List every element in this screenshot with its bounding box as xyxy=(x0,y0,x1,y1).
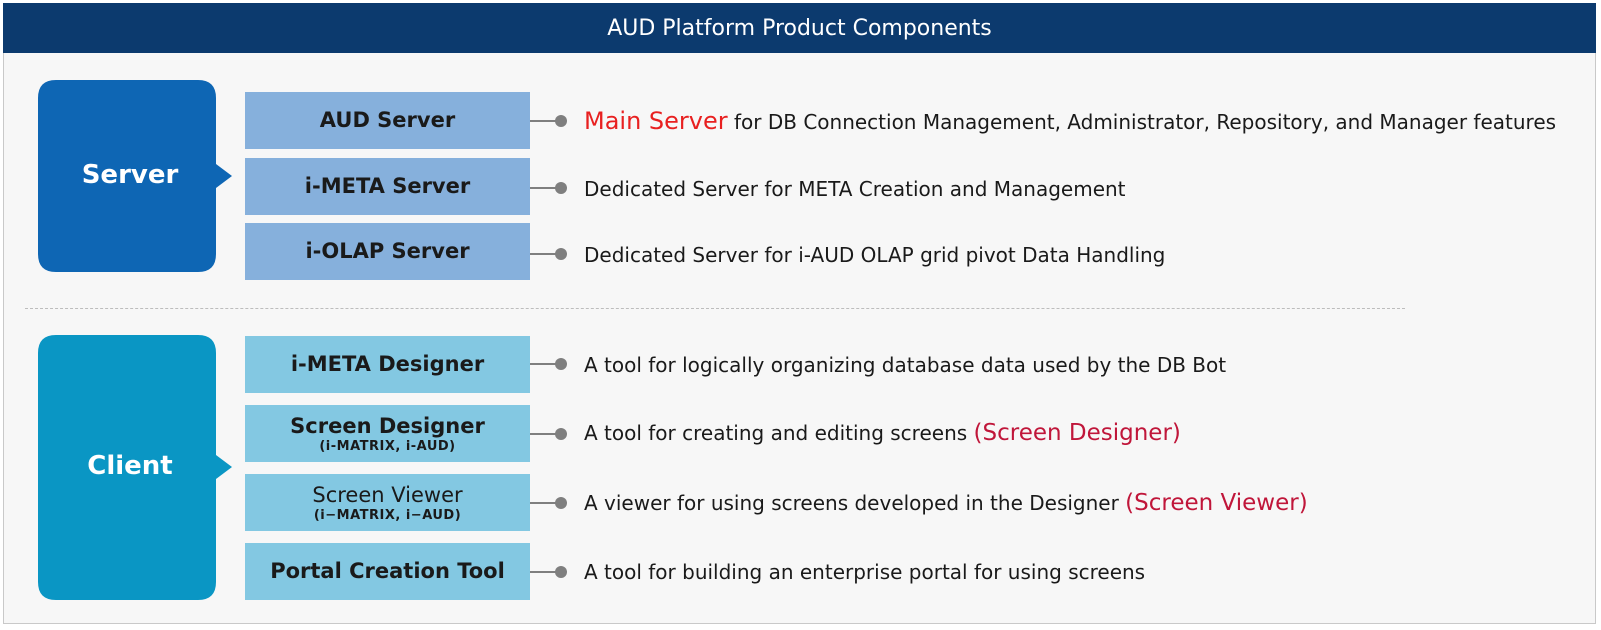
component-i-olap-server: i-OLAP Server xyxy=(245,223,530,280)
connector xyxy=(530,115,567,127)
connector xyxy=(530,566,567,578)
component-description: A viewer for using screens developed in … xyxy=(584,490,1308,516)
component-description: A tool for building an enterprise portal… xyxy=(584,560,1146,584)
server-bracket-shape xyxy=(38,80,232,272)
diagram-frame xyxy=(3,3,1596,624)
component-subtitle: (i−MATRIX, i−AUD) xyxy=(313,507,462,523)
client-group-bracket: Client xyxy=(38,335,238,600)
server-group-bracket: Server xyxy=(38,80,238,272)
group-divider xyxy=(25,308,1405,309)
component-i-meta-designer: i-META Designer xyxy=(245,336,530,393)
component-i-meta-server: i-META Server xyxy=(245,158,530,215)
component-name: Portal Creation Tool xyxy=(270,559,505,583)
component-name: i-META Server xyxy=(304,174,471,198)
component-name: i-OLAP Server xyxy=(305,239,470,263)
server-group-label: Server xyxy=(81,160,179,190)
description-highlight: Main Server xyxy=(584,107,728,135)
connector xyxy=(530,497,567,509)
component-description: A tool for logically organizing database… xyxy=(584,353,1227,377)
component-description: A tool for creating and editing screens … xyxy=(584,420,1181,446)
description-highlight: (Screen Viewer) xyxy=(1125,490,1308,516)
component-screen-viewer: Screen Viewer (i−MATRIX, i−AUD) xyxy=(245,474,530,531)
connector xyxy=(530,428,567,440)
client-group-label: Client xyxy=(87,451,173,481)
connector xyxy=(530,358,567,370)
diagram-title: AUD Platform Product Components xyxy=(3,3,1596,53)
component-description: Dedicated Server for i-AUD OLAP grid piv… xyxy=(584,243,1166,267)
client-bracket-shape xyxy=(38,335,232,600)
component-description: Main Server for DB Connection Management… xyxy=(584,107,1557,135)
component-description: Dedicated Server for META Creation and M… xyxy=(584,177,1126,201)
component-name: Screen Designer xyxy=(290,413,485,438)
component-aud-server: AUD Server xyxy=(245,92,530,149)
connector xyxy=(530,248,567,260)
component-portal-creation-tool: Portal Creation Tool xyxy=(245,543,530,600)
connector xyxy=(530,182,567,194)
component-name: i-META Designer xyxy=(290,352,485,376)
component-name: Screen Viewer xyxy=(312,482,463,507)
component-screen-designer: Screen Designer (i-MATRIX, i-AUD) xyxy=(245,405,530,462)
description-highlight: (Screen Designer) xyxy=(973,420,1181,446)
component-subtitle: (i-MATRIX, i-AUD) xyxy=(319,438,456,454)
component-name: AUD Server xyxy=(319,108,456,132)
